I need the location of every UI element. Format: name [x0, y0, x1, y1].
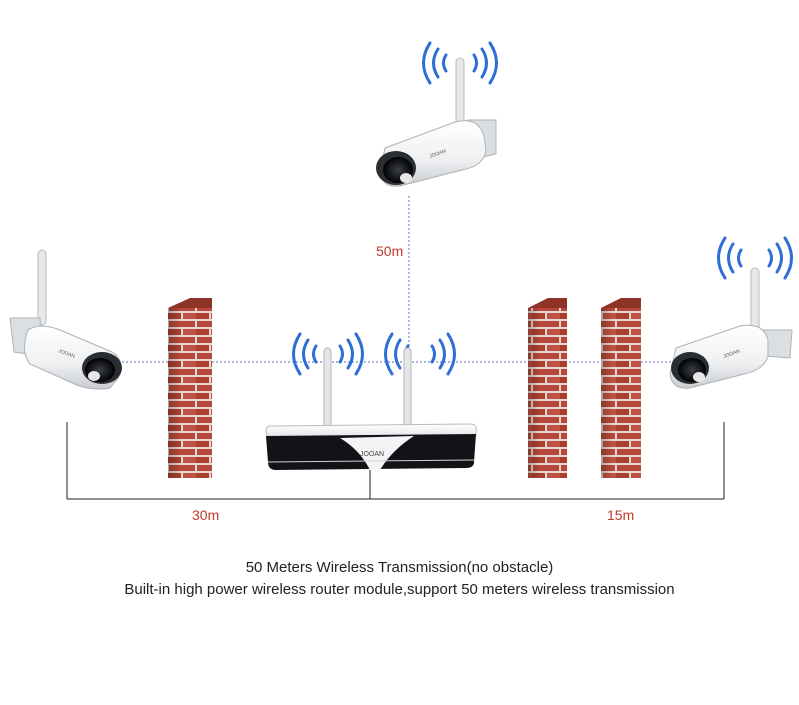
camera-icon: JOOAN: [9, 249, 122, 390]
guide-lines: [118, 196, 672, 363]
camera-brand-mark: JOOAN: [57, 348, 76, 360]
distance-bracket: [66, 422, 725, 500]
nvr-brand-mark: JOOAN: [360, 451, 384, 458]
nvr-icon: JOOAN: [265, 347, 477, 470]
wifi-signal-icon: [292, 332, 364, 376]
caption-title: 50 Meters Wireless Transmission(no obsta…: [245, 559, 554, 576]
camera-brand-mark: JOOAN: [429, 148, 448, 160]
wifi-signal-icon: [422, 41, 498, 85]
brick-wall-icon: [601, 298, 641, 478]
camera-brand-mark: JOOAN: [723, 348, 742, 360]
left-distance-label: 30m: [192, 507, 220, 523]
brick-wall-icon: [168, 298, 212, 478]
wifi-signal-icon: [717, 236, 793, 280]
right-distance-label: 15m: [607, 507, 635, 523]
brick-wall-icon: [528, 298, 567, 478]
vertical-distance-label: 50m: [376, 243, 404, 259]
camera-icon: JOOAN: [376, 57, 497, 187]
camera-icon: JOOAN: [669, 267, 793, 389]
wifi-signal-icon: [384, 332, 456, 376]
caption-description: Built-in high power wireless router modu…: [124, 581, 675, 598]
